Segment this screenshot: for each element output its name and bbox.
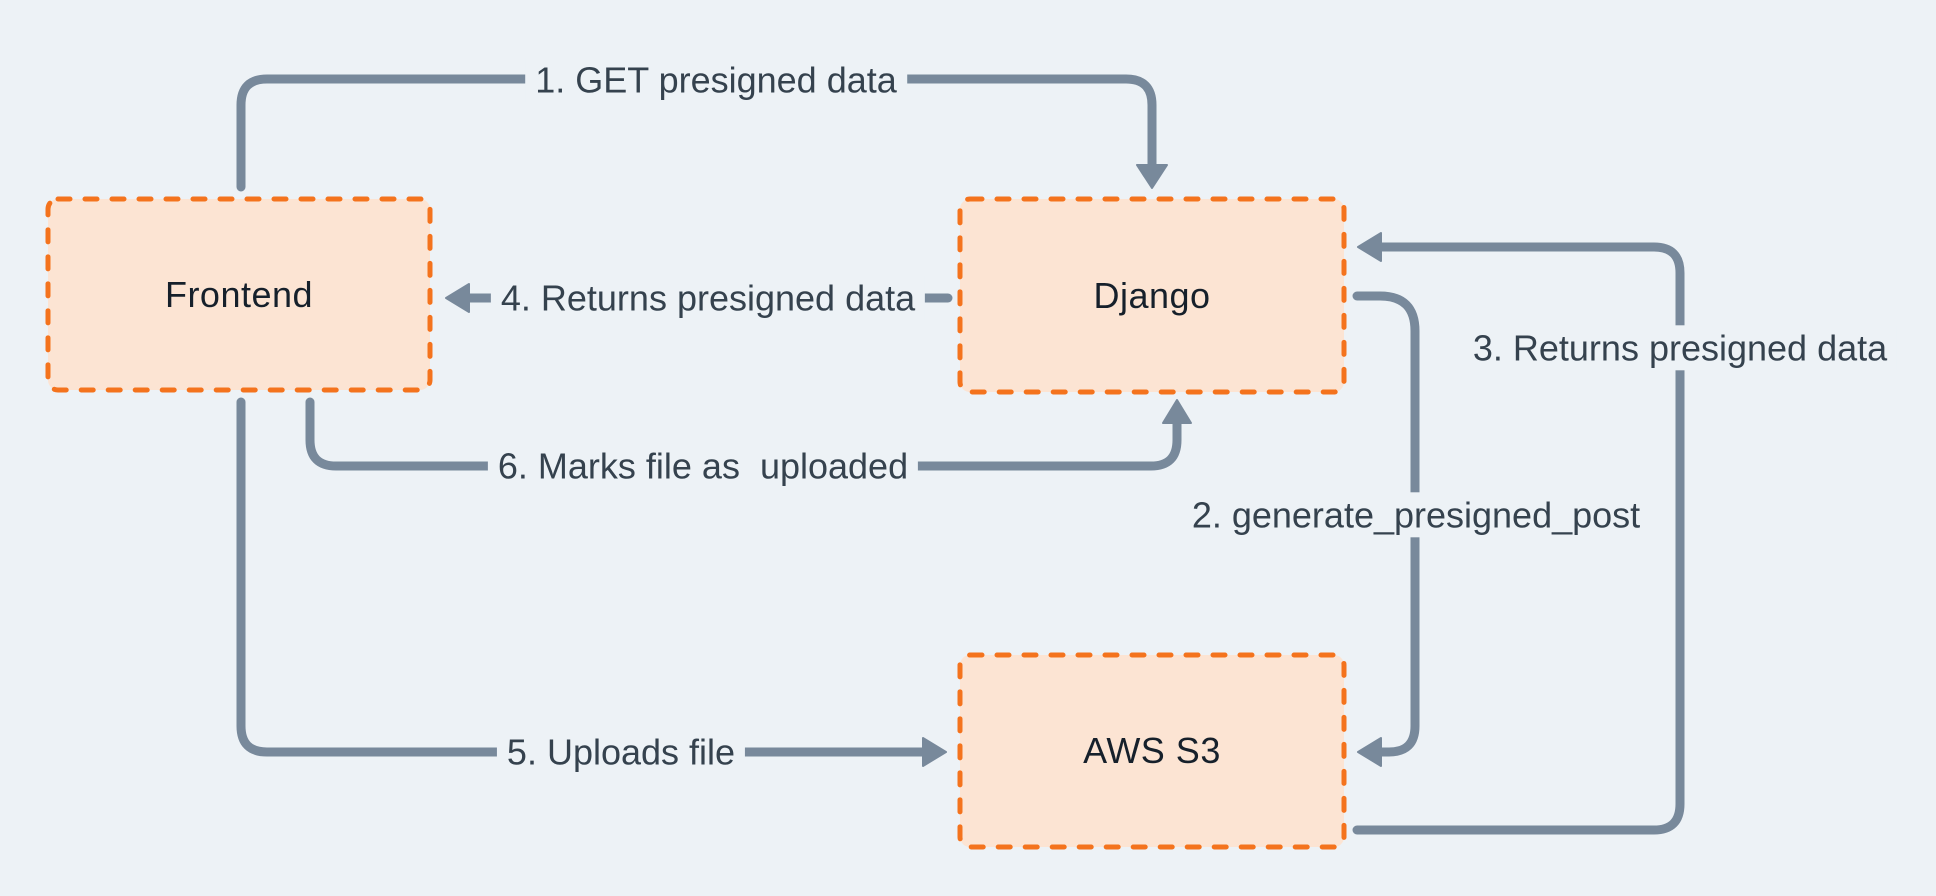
- edge-6-label: 6. Marks file as uploaded: [487, 443, 919, 489]
- node-aws-s3-label: AWS S3: [1083, 730, 1221, 771]
- edge-2-arrowhead: [1357, 737, 1382, 767]
- node-frontend-box: [45, 196, 433, 393]
- node-frontend-label: Frontend: [164, 273, 314, 315]
- edge-1-label: 1. GET presigned data: [525, 57, 907, 103]
- node-aws-s3-box: [957, 652, 1347, 850]
- edge-2-label: 2. generate_presigned_post: [1181, 492, 1651, 538]
- edge-5-label: 5. Uploads file: [496, 729, 746, 775]
- edge-5-arrowhead: [922, 737, 947, 767]
- edge-1-arrowhead: [1136, 164, 1168, 189]
- edge-3-line: [1352, 242, 1685, 835]
- edge-6-arrowhead: [1162, 399, 1192, 424]
- edge-3-arrowhead: [1357, 232, 1382, 262]
- edge-4-arrowhead: [445, 283, 470, 313]
- edge-5-line: [236, 397, 929, 757]
- edge-3-label: 3. Returns presigned data: [1462, 325, 1898, 371]
- node-django-box: [957, 196, 1347, 395]
- node-django-label: Django: [1093, 274, 1211, 316]
- edge-4-label: 4. Returns presigned data: [490, 275, 926, 321]
